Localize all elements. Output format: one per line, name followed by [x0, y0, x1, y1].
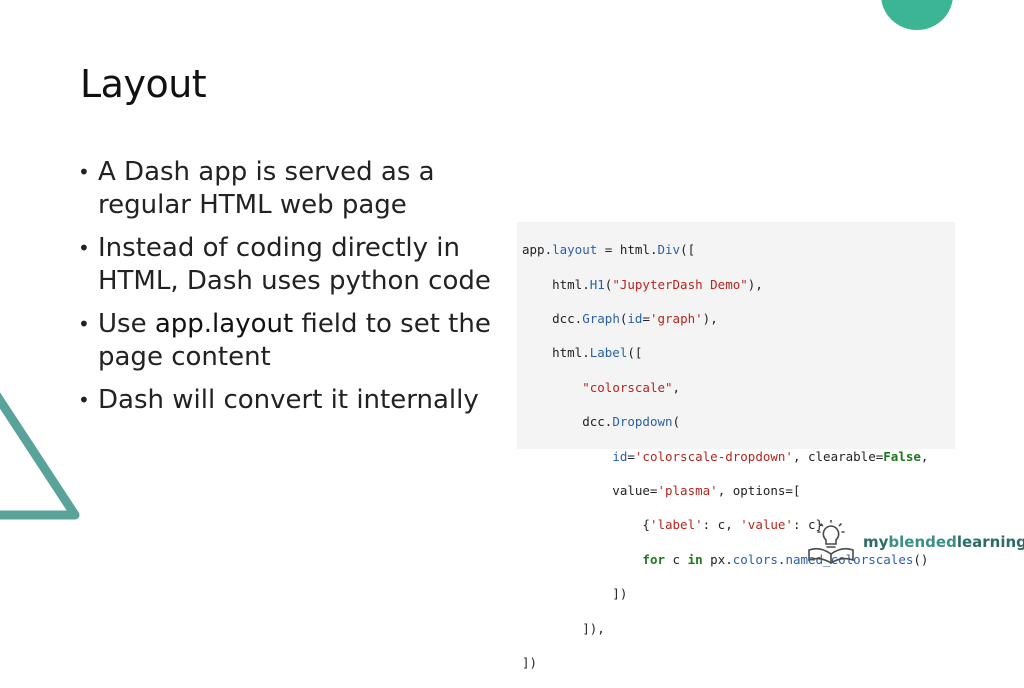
- code-line: ]): [522, 655, 538, 671]
- bullet-dot: •: [78, 312, 90, 336]
- bullet-text: Instead of coding directly in HTML, Dash…: [98, 233, 491, 296]
- code-line: value='plasma', options=[: [522, 483, 801, 499]
- bullet-text: A Dash app is served as a regular HTML w…: [98, 157, 435, 220]
- code-line: ]): [522, 586, 628, 602]
- code-line: "colorscale",: [582, 379, 681, 395]
- code-line: id='colorscale-dropdown', clearable=Fals…: [612, 448, 929, 464]
- bullet-list: • A Dash app is served as a regular HTML…: [76, 156, 496, 427]
- bullet-suffix: field to set the page content: [98, 309, 491, 372]
- bullet-item: • A Dash app is served as a regular HTML…: [76, 156, 496, 222]
- logo-wordmark: myblendedlearning: [863, 533, 1024, 551]
- bullet-item: • Dash will convert it internally: [76, 384, 496, 417]
- brand-logo: myblendedlearning: [805, 520, 1024, 564]
- code-line: for c in px.colors.named_colorscales(): [642, 551, 929, 567]
- bullet-text: Dash will convert it internally: [98, 385, 479, 415]
- code-snippet: app.layout = html.Div([ html.H1("Jupyter…: [517, 222, 955, 670]
- code-line: dcc.Graph(id='graph'),: [522, 311, 718, 327]
- code-line: {'label': c, 'value': c}: [522, 517, 824, 533]
- bullet-dot: •: [78, 160, 90, 184]
- code-line: ]),: [522, 620, 605, 636]
- bullet-item: • Use app.layout field to set the page c…: [76, 308, 496, 374]
- lightbulb-book-icon: [808, 520, 854, 564]
- bullet-item: • Instead of coding directly in HTML, Da…: [76, 232, 496, 298]
- page-title: Layout: [80, 62, 207, 106]
- code-line: app.layout = html.Div([: [522, 242, 696, 258]
- bullet-dot: •: [78, 388, 90, 412]
- code-line: html.Label([: [522, 345, 643, 361]
- decorative-triangle: [0, 392, 80, 520]
- code-line: html.H1("JupyterDash Demo"),: [522, 276, 763, 292]
- decorative-circle: [881, 0, 953, 30]
- code-line: dcc.Dropdown(: [522, 414, 681, 430]
- inline-code: app.layout: [154, 309, 294, 339]
- bullet-prefix: Use: [98, 309, 155, 339]
- bullet-dot: •: [78, 236, 90, 260]
